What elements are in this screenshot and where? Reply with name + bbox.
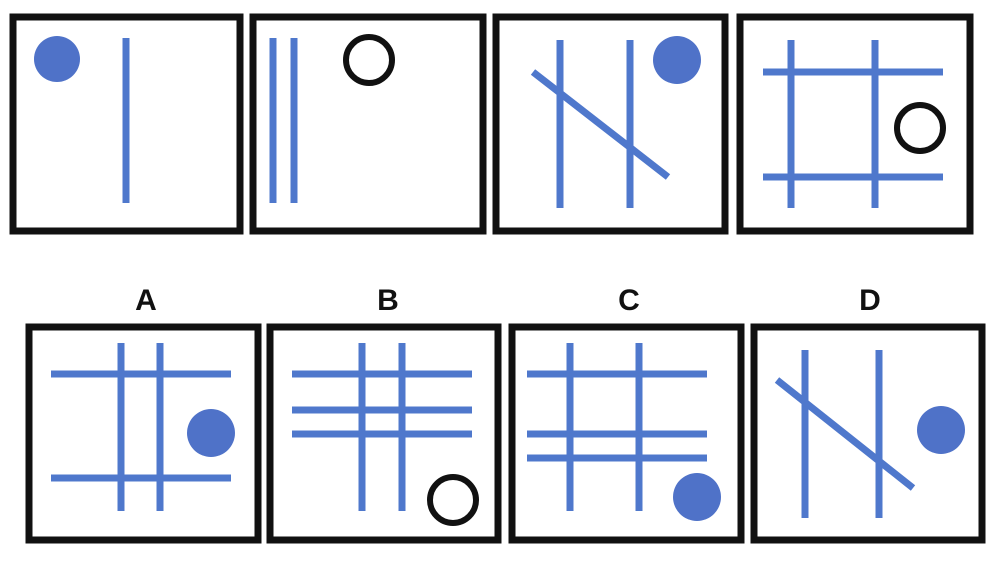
filled-circle [917, 406, 965, 454]
option-label-d: D [859, 284, 881, 317]
sequence-panel-4 [736, 13, 974, 235]
open-circle [427, 474, 479, 526]
open-circle [894, 102, 946, 154]
option-c-panel[interactable] [508, 323, 745, 544]
diagonal-line [530, 69, 671, 180]
filled-circle [653, 36, 701, 84]
sequence-panel-1 [9, 13, 244, 235]
sequence-panel-2 [249, 13, 487, 235]
option-label-c: C [618, 284, 640, 317]
option-a-panel[interactable] [25, 323, 262, 544]
option-d-panel[interactable] [750, 323, 986, 544]
option-b-panel[interactable] [266, 323, 502, 544]
option-label-a: A [135, 284, 157, 317]
filled-circle [673, 473, 721, 521]
filled-circle [34, 36, 80, 82]
option-label-b: B [377, 284, 399, 317]
diagonal-line [774, 377, 916, 491]
open-circle [343, 34, 395, 86]
sequence-panel-3 [492, 13, 729, 235]
filled-circle [187, 409, 235, 457]
